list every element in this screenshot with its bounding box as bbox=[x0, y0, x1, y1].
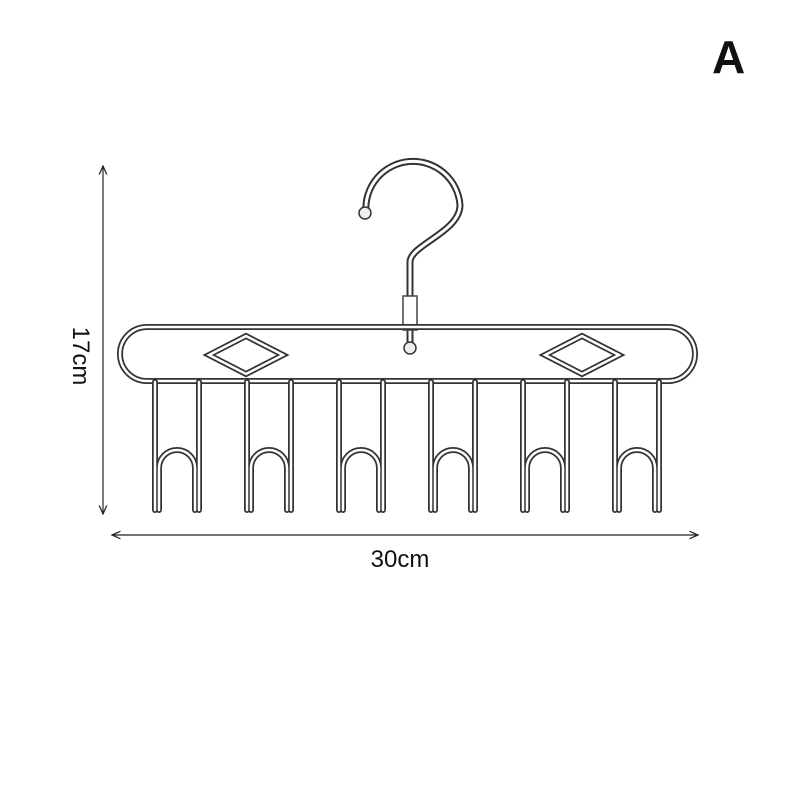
clip-hooks bbox=[152, 379, 662, 513]
clip-hook bbox=[428, 379, 478, 513]
clip-hook bbox=[244, 379, 294, 513]
diamond-cutout-left bbox=[202, 332, 290, 378]
hanger-bar bbox=[117, 324, 698, 384]
diamond-cutout-right bbox=[538, 332, 626, 378]
width-label: 30cm bbox=[370, 546, 430, 573]
clip-hook bbox=[336, 379, 386, 513]
top-hook bbox=[358, 157, 464, 355]
clip-hook bbox=[152, 379, 202, 513]
variant-label: A bbox=[712, 31, 746, 83]
height-label: 17cm bbox=[67, 326, 94, 386]
clip-hook bbox=[520, 379, 570, 513]
clip-hook bbox=[612, 379, 662, 513]
